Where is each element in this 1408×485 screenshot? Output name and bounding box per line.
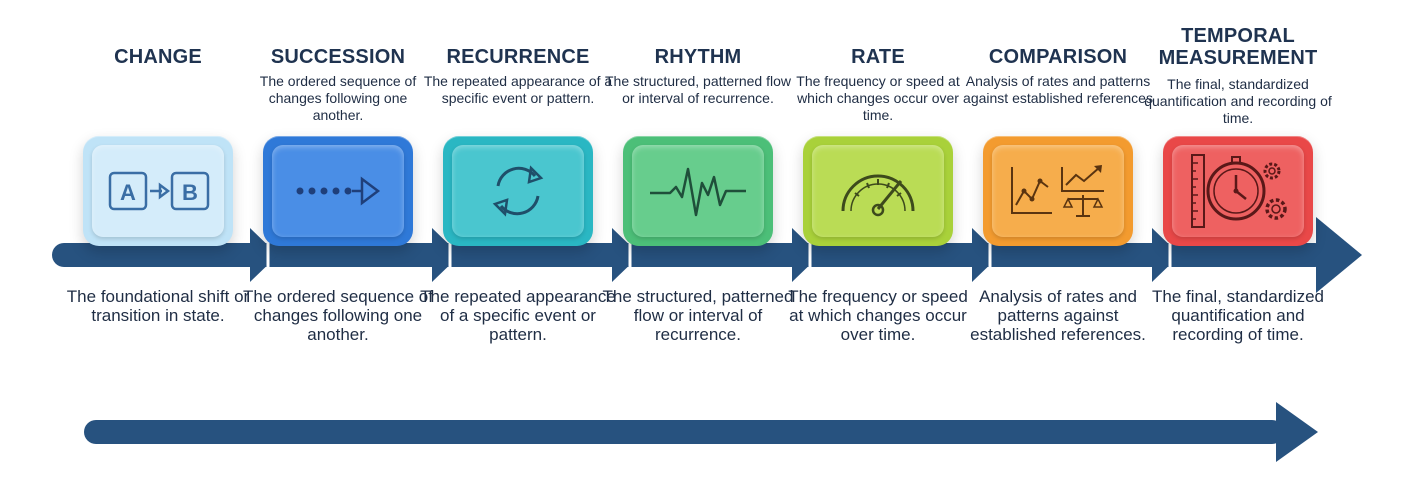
stage-comparison: COMPARISON Analysis of rates and pattern… xyxy=(963,0,1153,370)
cycle-arrows-icon xyxy=(452,145,584,237)
stage-description: The ordered sequence of changes followin… xyxy=(243,287,433,344)
stage-tile xyxy=(443,136,593,246)
stage-tile xyxy=(803,136,953,246)
a-to-b-icon: A B xyxy=(92,145,224,237)
stage-description: The final, standardized quantification a… xyxy=(1152,287,1324,344)
segment-arrowhead-4 xyxy=(792,228,820,282)
stage-rate: RATE The frequency or speed at which cha… xyxy=(788,0,968,370)
stage-subtitle: The frequency or speed at which changes … xyxy=(796,73,960,123)
stage-subtitle: The structured, patterned flow or interv… xyxy=(605,73,791,106)
stage-tile xyxy=(623,136,773,246)
stage-temporal-measurement: TEMPORAL MEASUREMENT The final, standard… xyxy=(1144,0,1332,370)
stage-rhythm: RHYTHM The structured, patterned flow or… xyxy=(603,0,794,370)
stage-subtitle: Analysis of rates and patterns against e… xyxy=(963,73,1153,106)
bottom-arrow-shaft xyxy=(84,420,1284,444)
stage-title: CHANGE xyxy=(114,46,202,68)
stage-subtitle: The final, standardized quantification a… xyxy=(1144,76,1332,126)
segment-arrowhead-1 xyxy=(250,228,278,282)
charts-and-scale-icon xyxy=(992,145,1124,237)
segment-arrowhead-2 xyxy=(432,228,460,282)
stage-description: Analysis of rates and patterns against e… xyxy=(970,287,1146,344)
segment-arrowhead-5 xyxy=(972,228,1000,282)
stage-description: The structured, patterned flow or interv… xyxy=(602,287,794,344)
stage-title: RHYTHM xyxy=(654,46,742,68)
stage-tile xyxy=(983,136,1133,246)
dotted-arrow-icon xyxy=(272,145,404,237)
stage-subtitle: The repeated appearance of a specific ev… xyxy=(423,73,613,106)
clock-ruler-gears-icon xyxy=(1172,145,1304,237)
stage-subtitle: The ordered sequence of changes followin… xyxy=(259,73,417,123)
stage-tile xyxy=(263,136,413,246)
timeline-arrow-shaft xyxy=(52,243,1327,267)
stage-description: The frequency or speed at which changes … xyxy=(788,287,968,344)
segment-arrowhead-6 xyxy=(1152,228,1180,282)
stage-title: RATE xyxy=(851,46,905,68)
stage-title: RECURRENCE xyxy=(446,46,590,68)
segment-arrowhead-3 xyxy=(612,228,640,282)
stage-title: TEMPORAL MEASUREMENT xyxy=(1158,25,1318,69)
stage-title: SUCCESSION xyxy=(270,46,406,68)
svg-text:A: A xyxy=(120,180,136,205)
pulse-wave-icon xyxy=(632,145,764,237)
stage-change: CHANGE A B The foundational shift or tra… xyxy=(67,0,249,370)
bottom-arrowhead xyxy=(1276,402,1318,462)
stage-tile xyxy=(1163,136,1313,246)
stage-succession: SUCCESSION The ordered sequence of chang… xyxy=(243,0,433,370)
stage-title: COMPARISON xyxy=(988,46,1128,68)
speedometer-icon xyxy=(812,145,944,237)
stage-tile: A B xyxy=(83,136,233,246)
stage-recurrence: RECURRENCE The repeated appearance of a … xyxy=(420,0,616,370)
stage-description: The foundational shift or transition in … xyxy=(66,287,250,325)
stage-description: The repeated appearance of a specific ev… xyxy=(420,287,616,344)
timeline-final-arrowhead xyxy=(1316,217,1362,293)
svg-text:B: B xyxy=(182,180,198,205)
